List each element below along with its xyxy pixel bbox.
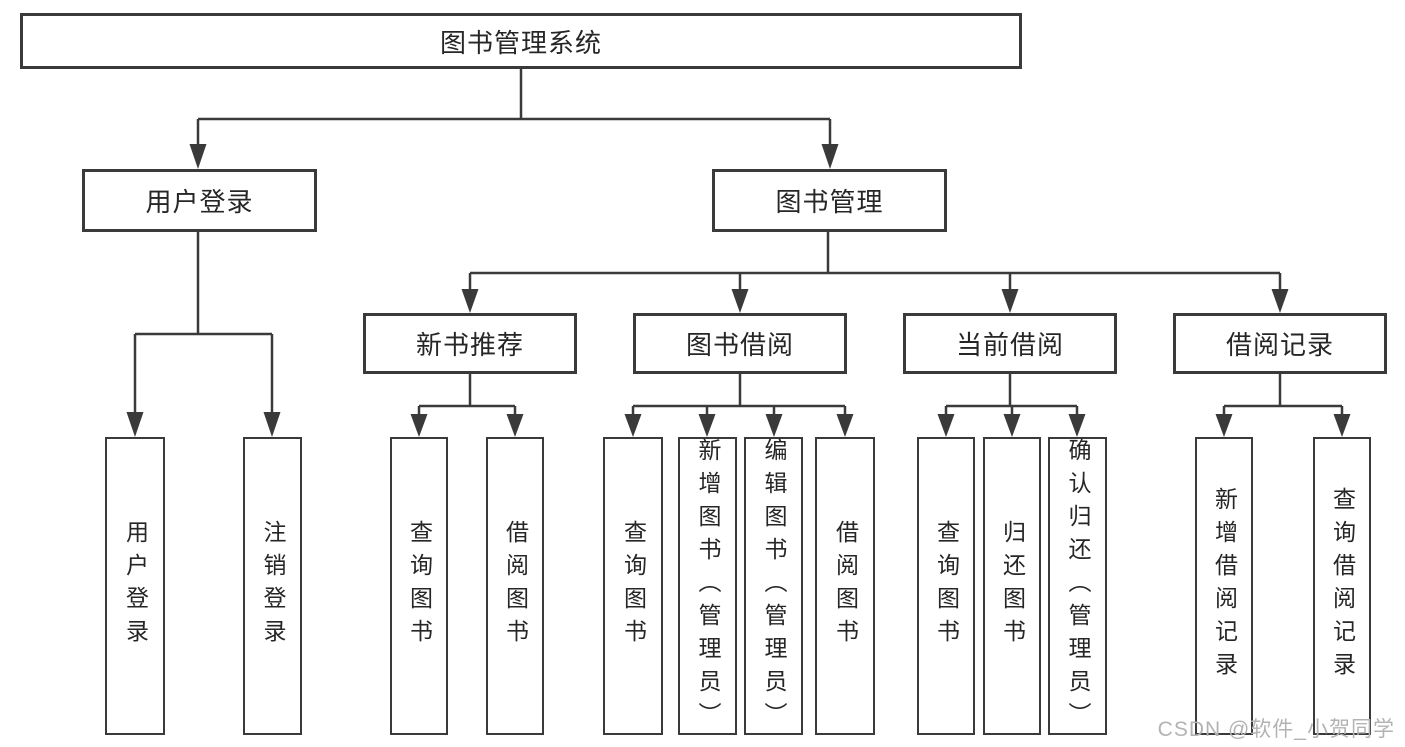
watermark-text: CSDN @软件_小贺同学 xyxy=(1157,718,1395,741)
section-node-label: 图书借阅 xyxy=(685,330,794,360)
section-node-label: 借阅记录 xyxy=(1225,330,1334,360)
arrowheads-user-login-children xyxy=(126,412,281,437)
arrowheads-borrow-records-children xyxy=(1215,414,1351,437)
connector-new-book-children xyxy=(417,374,517,420)
arrowheads-book-management-sections xyxy=(461,289,1289,313)
leaf-node-query-books-current: 查询图书 xyxy=(917,437,975,735)
section-node-new-book-recommend: 新书推荐 xyxy=(363,313,577,374)
arrow-down-icon xyxy=(624,414,642,437)
section-node-current-borrow: 当前借阅 xyxy=(903,313,1117,374)
connector-book-management-sections xyxy=(468,232,1282,295)
arrow-down-icon xyxy=(1068,414,1086,437)
leaf-node-query-books-recommend: 查询图书 xyxy=(390,437,448,735)
arrow-down-icon xyxy=(410,414,428,437)
leaf-node-label: 注销登录 xyxy=(260,520,286,652)
arrow-down-icon xyxy=(937,414,955,437)
connector-root-to-branches xyxy=(196,69,832,150)
leaf-node-label: 查询图书 xyxy=(933,520,960,652)
arrow-down-icon xyxy=(731,289,749,313)
leaf-node-borrow-books: 借阅图书 xyxy=(815,437,875,735)
leaf-node-label: 确认归还（管理员） xyxy=(1065,437,1091,735)
leaf-node-query-books-borrow: 查询图书 xyxy=(603,437,663,735)
connector-borrow-records-children xyxy=(1222,374,1344,420)
arrow-down-icon xyxy=(1215,414,1233,437)
arrow-down-icon xyxy=(1003,414,1021,437)
leaf-node-label: 用户登录 xyxy=(122,520,149,652)
branch-node-user-login: 用户登录 xyxy=(82,169,317,232)
leaf-node-label: 归还图书 xyxy=(999,520,1026,652)
branch-node-book-management: 图书管理 xyxy=(712,169,947,232)
root-node-library-system: 图书管理系统 xyxy=(20,13,1022,69)
branch-node-label: 用户登录 xyxy=(145,187,254,217)
connector-current-borrow-children xyxy=(944,374,1079,420)
section-node-label: 当前借阅 xyxy=(955,330,1064,360)
arrow-down-icon xyxy=(821,144,839,169)
leaf-node-label: 借阅图书 xyxy=(832,520,859,652)
leaf-node-confirm-return-admin: 确认归还（管理员） xyxy=(1048,437,1107,735)
arrow-down-icon xyxy=(1271,289,1289,313)
arrowheads-new-book-children xyxy=(410,414,524,437)
leaf-node-user-login: 用户登录 xyxy=(105,437,165,735)
branch-node-label: 图书管理 xyxy=(775,187,884,217)
leaf-node-label: 查询图书 xyxy=(620,520,647,652)
leaf-node-label: 借阅图书 xyxy=(502,520,529,652)
arrow-down-icon xyxy=(698,414,716,437)
arrow-down-icon xyxy=(836,414,854,437)
leaf-node-logout: 注销登录 xyxy=(243,437,302,735)
leaf-node-add-book-admin: 新增图书（管理员） xyxy=(678,437,737,735)
leaf-node-edit-book-admin: 编辑图书（管理员） xyxy=(744,437,803,735)
arrow-down-icon xyxy=(189,144,207,169)
section-node-book-borrow: 图书借阅 xyxy=(633,313,847,374)
arrow-down-icon xyxy=(506,414,524,437)
leaf-node-label: 新增借阅记录 xyxy=(1211,487,1238,685)
arrow-down-icon xyxy=(765,414,783,437)
leaf-node-label: 查询借阅记录 xyxy=(1329,487,1356,685)
leaf-node-return-book: 归还图书 xyxy=(983,437,1041,735)
leaf-node-label: 新增图书（管理员） xyxy=(695,437,721,735)
leaf-node-borrow-books-recommend: 借阅图书 xyxy=(486,437,544,735)
arrow-down-icon xyxy=(461,289,479,313)
arrowheads-book-borrow-children xyxy=(624,414,854,437)
section-node-borrow-records: 借阅记录 xyxy=(1173,313,1387,374)
leaf-node-label: 查询图书 xyxy=(406,520,433,652)
section-node-label: 新书推荐 xyxy=(415,330,524,360)
connector-user-login-children xyxy=(133,232,274,418)
arrowheads-current-borrow-children xyxy=(937,414,1086,437)
root-node-label: 图书管理系统 xyxy=(439,27,602,58)
arrow-down-icon xyxy=(126,412,144,437)
connector-book-borrow-children xyxy=(631,374,847,420)
arrowheads-root-to-branches xyxy=(189,144,839,169)
arrow-down-icon xyxy=(1333,414,1351,437)
leaf-node-query-borrow-record: 查询借阅记录 xyxy=(1313,437,1371,735)
arrow-down-icon xyxy=(263,412,281,437)
leaf-node-add-borrow-record: 新增借阅记录 xyxy=(1195,437,1253,735)
leaf-node-label: 编辑图书（管理员） xyxy=(761,437,787,735)
arrow-down-icon xyxy=(1001,289,1019,313)
